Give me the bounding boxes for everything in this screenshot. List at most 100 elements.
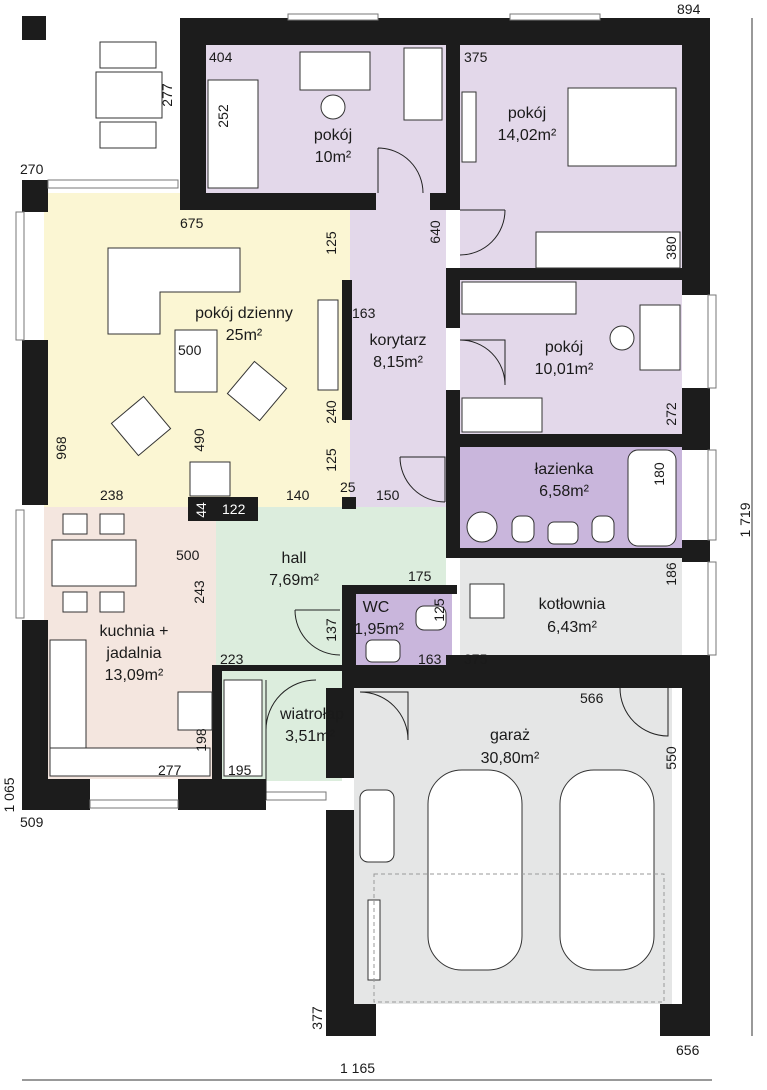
dim-label: 243 — [191, 580, 207, 604]
furniture — [49, 41, 681, 1003]
door-vestibule — [265, 679, 317, 800]
dim-label: 1 165 — [340, 1060, 375, 1076]
wall-boiler-bottom — [446, 655, 710, 665]
dim-label: 125 — [323, 231, 339, 255]
window-kitchen-left — [15, 509, 25, 619]
wall-garage-left — [326, 810, 354, 1036]
door-garage — [359, 691, 409, 741]
dim-label: 240 — [323, 400, 339, 424]
wall-bedroom-divider — [446, 45, 460, 200]
dim-label: 675 — [180, 215, 204, 231]
dim-label: 377 — [309, 1006, 325, 1030]
pillar — [342, 497, 356, 509]
bed — [461, 281, 577, 315]
dim-label: 125 — [431, 598, 447, 622]
dim-label: 195 — [228, 762, 252, 778]
window-bedroom2 — [509, 13, 601, 21]
toilet — [415, 605, 447, 631]
chair — [99, 513, 125, 535]
bathroom-name: łazienka — [535, 461, 594, 478]
wall-living-left-b — [22, 620, 48, 810]
bedroom-3-name: pokój — [545, 339, 583, 356]
wall-wc-top — [342, 585, 457, 594]
corner-marker — [22, 16, 46, 40]
window-living-top — [47, 179, 179, 189]
double-bed — [567, 87, 677, 167]
dim-label: 198 — [193, 728, 209, 752]
window-kitchen-bottom — [89, 799, 179, 809]
door-bathroom — [399, 456, 446, 503]
window-bedroom1 — [287, 13, 379, 21]
parking-outline — [373, 873, 665, 1003]
wardrobe — [535, 231, 681, 269]
window-boiler-right — [707, 561, 717, 656]
garage-name: garaż — [490, 727, 530, 744]
room-labels: pokój 10m² pokój 14,02m² pokój 10,01m² p… — [100, 105, 606, 767]
dim-label: 550 — [663, 746, 679, 770]
wall-wc-left — [342, 585, 356, 665]
dim-label: 277 — [158, 762, 182, 778]
dim-label: 122 — [222, 501, 246, 517]
terrace-table — [95, 71, 163, 119]
dim-label: 272 — [663, 402, 679, 426]
living-room-area: 25m² — [226, 327, 263, 344]
wall-bath-bottom — [446, 548, 682, 558]
coffee-table — [174, 329, 218, 393]
corridor-name: korytarz — [370, 332, 427, 349]
kitchen-name-2: jadalnia — [105, 645, 161, 662]
door-garage-right — [619, 687, 669, 737]
bedroom-2-name: pokój — [508, 105, 546, 122]
dim-label: 894 — [677, 1, 701, 17]
wall-bedroom2-bottom — [446, 268, 682, 280]
hall-name: hall — [282, 550, 307, 567]
dim-label: 566 — [580, 690, 604, 706]
tv-wall — [342, 280, 352, 420]
wall-bedroom1-bottom-b — [430, 193, 460, 210]
wall-right-mid — [682, 388, 710, 450]
desk — [299, 51, 371, 91]
dim-label: 490 — [191, 428, 207, 452]
terrace-chair — [99, 121, 157, 149]
boiler-room-name: kotłownia — [539, 596, 606, 613]
dim-label: 163 — [352, 305, 376, 321]
dim-label: 140 — [286, 487, 310, 503]
car — [559, 769, 655, 971]
dim-label: 163 — [418, 651, 442, 667]
door-bedroom1 — [377, 147, 424, 194]
terrace-chair — [99, 41, 157, 69]
dim-label: 25 — [340, 479, 356, 495]
bedroom-1-area: 10m² — [315, 149, 352, 166]
mower — [359, 789, 395, 863]
tv-unit — [317, 299, 339, 391]
counter — [49, 747, 211, 777]
dim-label: 375 — [464, 651, 488, 667]
wc-area: 1,95m² — [354, 621, 404, 638]
wall-vestibule-left — [212, 665, 222, 810]
wall-corridor-right-b — [446, 390, 460, 447]
dim-label: 968 — [53, 436, 69, 460]
walls — [22, 16, 710, 1036]
vestibule-name: wiatrołap — [279, 706, 344, 723]
bed — [207, 79, 259, 189]
wall-right-low — [682, 540, 710, 562]
chair — [99, 591, 125, 613]
boiler-room-area: 6,43m² — [547, 619, 597, 636]
armchair — [110, 395, 172, 457]
wall-bath-left — [446, 447, 460, 558]
dim-label: 125 — [323, 448, 339, 472]
wardrobe — [461, 397, 543, 433]
bedroom-1-name: pokój — [314, 127, 352, 144]
sink — [547, 521, 579, 545]
wall-kitchen-bottom-a — [22, 779, 90, 810]
door-bedroom2 — [459, 209, 506, 256]
dim-label: 656 — [676, 1042, 700, 1058]
door-hall — [294, 609, 341, 656]
chair — [62, 513, 88, 535]
dim-label: 44 — [193, 502, 209, 518]
dim-label: 1 065 — [1, 777, 17, 812]
wardrobe — [461, 91, 477, 163]
dimension-labels: 894 404 252 277 375 270 675 640 125 163 … — [1, 1, 753, 1076]
window-bedroom3-right — [707, 294, 717, 389]
dim-label: 238 — [100, 487, 124, 503]
